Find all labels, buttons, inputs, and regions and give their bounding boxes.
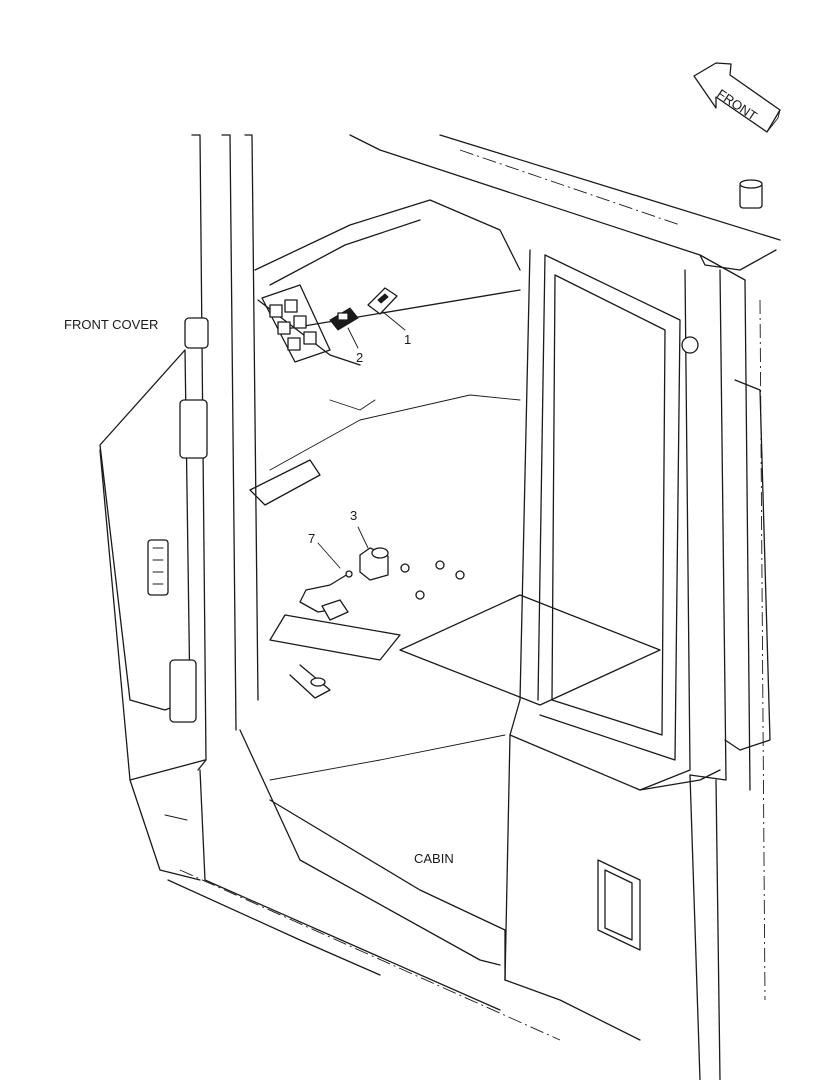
front-cover-label: FRONT COVER bbox=[64, 317, 158, 332]
front-direction-arrow: FRONT bbox=[693, 62, 781, 133]
callout-7: 7 bbox=[308, 531, 315, 546]
front-cover-panel bbox=[99, 317, 209, 723]
part-beacon-socket bbox=[357, 526, 389, 581]
door-handle bbox=[681, 336, 771, 751]
door-latch bbox=[597, 859, 641, 951]
cabin-structure bbox=[99, 134, 781, 1080]
switch-panel bbox=[261, 284, 331, 363]
part-harness bbox=[299, 542, 353, 621]
part-switch-1 bbox=[367, 287, 406, 331]
part-switch-2 bbox=[329, 307, 359, 349]
cabin-label: CABIN bbox=[414, 851, 454, 866]
callout-3: 3 bbox=[350, 508, 357, 523]
roof-stub bbox=[739, 179, 763, 209]
callout-2: 2 bbox=[356, 350, 363, 365]
callout-1: 1 bbox=[404, 332, 411, 347]
seat-bracket bbox=[249, 459, 661, 706]
